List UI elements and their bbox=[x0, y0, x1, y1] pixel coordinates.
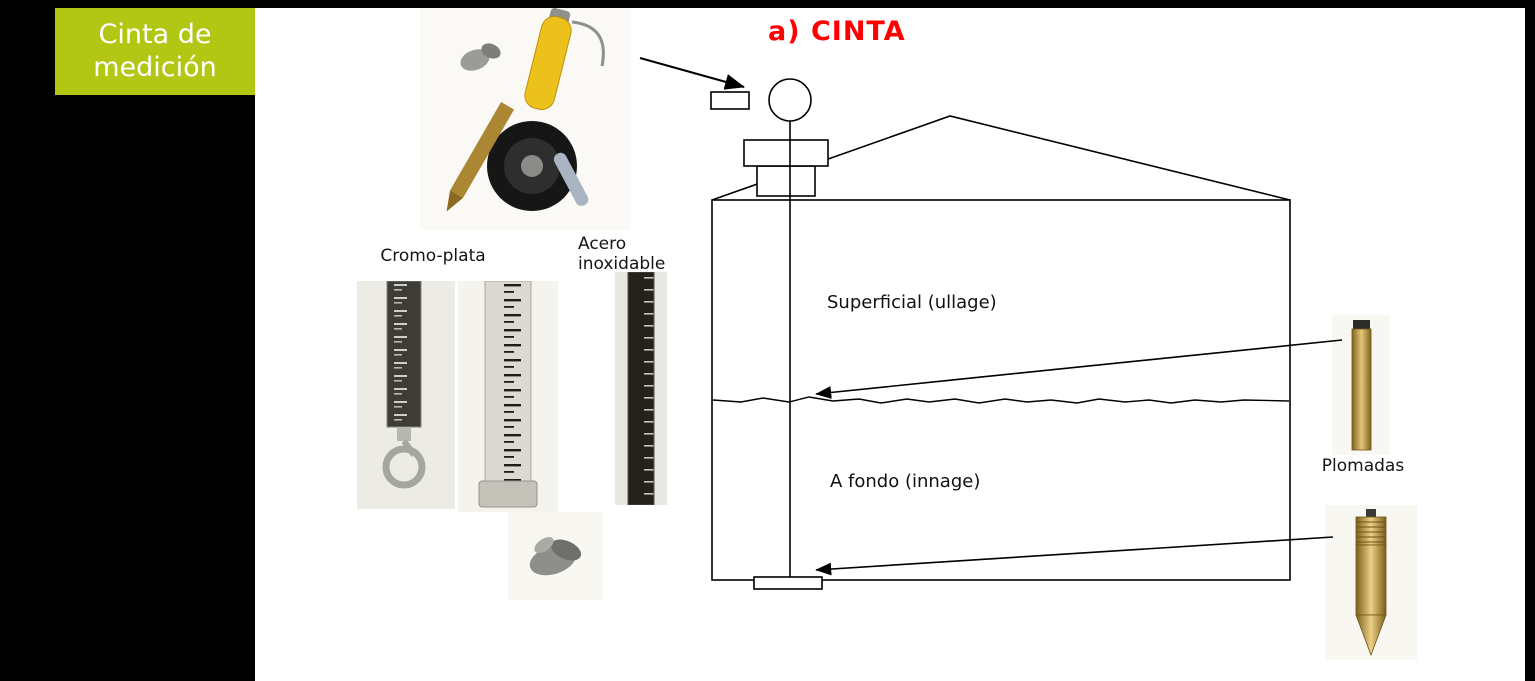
arrow-to-reel bbox=[639, 57, 745, 90]
clip-illustration bbox=[508, 512, 603, 600]
top-border bbox=[0, 0, 1535, 8]
tank-shell bbox=[711, 199, 1291, 581]
yellow-handle-shape bbox=[524, 8, 572, 110]
slide-title: Cinta de medición bbox=[93, 18, 217, 83]
pointed-plumb-bob-photo bbox=[1325, 505, 1417, 660]
pointed-bob-illustration bbox=[1325, 505, 1417, 660]
ruler-strip-illustration bbox=[458, 281, 558, 512]
tank-outline bbox=[711, 115, 1291, 581]
chrome-tape-strip-photo bbox=[357, 281, 455, 509]
hatch-flange bbox=[743, 139, 829, 167]
tape-reel bbox=[710, 78, 812, 122]
snap-hook-shape bbox=[382, 445, 426, 489]
stainless-strip-illustration bbox=[615, 272, 667, 505]
tank-roof bbox=[711, 115, 1291, 201]
chrome-ruler-strip-photo bbox=[458, 281, 558, 512]
ullage-label: Superficial (ullage) bbox=[827, 292, 997, 313]
datum-plate bbox=[753, 576, 823, 590]
crank-shape bbox=[553, 152, 589, 206]
clip-shape bbox=[460, 43, 501, 71]
label-cromo-plata: Cromo-plata bbox=[380, 246, 486, 266]
tape-reel-shape bbox=[487, 121, 577, 211]
right-border bbox=[1525, 0, 1535, 681]
tape-kit-photo bbox=[420, 8, 630, 230]
label-plomadas: Plomadas bbox=[1321, 456, 1405, 476]
liquid-surface-line bbox=[712, 396, 1290, 404]
arrow-innage bbox=[815, 536, 1334, 576]
chrome-strip-illustration bbox=[357, 281, 455, 509]
left-panel bbox=[0, 0, 255, 681]
hatch-neck bbox=[756, 165, 816, 197]
innage-label: A fondo (innage) bbox=[830, 471, 980, 492]
buckle-shape bbox=[478, 480, 538, 508]
slide-title-box: Cinta de medición bbox=[55, 8, 255, 95]
reel-body bbox=[768, 78, 812, 122]
cylindrical-plumb-bob-photo bbox=[1332, 315, 1390, 455]
tape-kit-illustration bbox=[420, 8, 630, 230]
stainless-tape-strip-photo bbox=[615, 272, 667, 505]
reel-handle bbox=[710, 91, 750, 110]
section-heading: a) CINTA bbox=[768, 16, 906, 47]
cable-shape bbox=[571, 20, 605, 67]
gauge-hatch bbox=[743, 139, 829, 197]
plumb-bob-shape bbox=[446, 102, 515, 212]
tape-clip-photo bbox=[508, 512, 603, 600]
arrow-ullage bbox=[815, 339, 1343, 399]
cylindrical-bob-illustration bbox=[1332, 315, 1390, 455]
label-acero-inoxidable: Acero inoxidable bbox=[578, 234, 666, 275]
